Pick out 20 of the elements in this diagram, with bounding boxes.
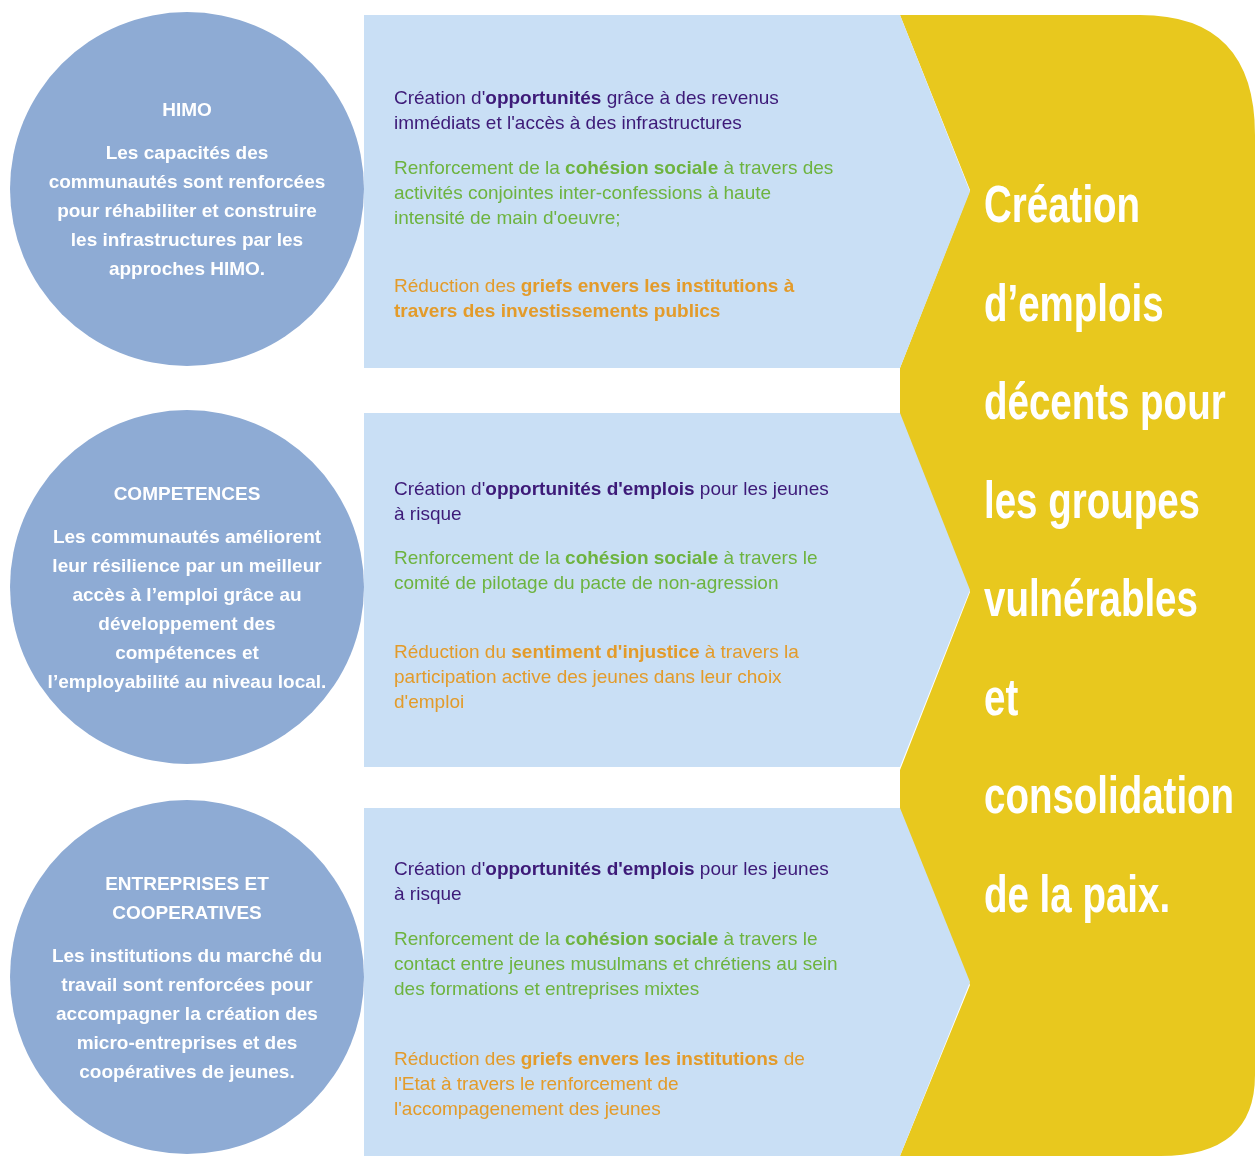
result-text: Création d'opportunités grâce à des revenus immédiats et l'accès à des infrastructures — [394, 86, 780, 135]
info-band — [364, 808, 970, 1156]
circle-text: Les communautés améliorent leur résilience par un meilleur accès à l’emploi grâce au développement des compétences et l’employabilité au niveau local. — [47, 524, 327, 694]
result-text: Création d'opportunités d'emplois pour les jeunes à risque — [394, 477, 830, 526]
result-text: Réduction des griefs envers les institutions de l'Etat à travers le renforcement de l'accompagenement des jeunes — [394, 1047, 806, 1121]
circle-heading: COMPETENCES — [112, 481, 262, 506]
result-text: Renforcement de la cohésion sociale à travers des activités conjointes inter-confessions à haute intensité de main d'oeuvre; — [394, 156, 835, 230]
circle-heading: HIMO — [161, 98, 213, 122]
result-text: Renforcement de la cohésion sociale à travers le comité de pilotage du pacte de non-agression — [394, 546, 819, 595]
goal-panel — [900, 15, 1256, 1156]
result-text: Renforcement de la cohésion sociale à travers le contact entre jeunes musulmans et chrétiens au sein des formations et entreprises mixtes — [394, 927, 839, 1001]
circle-heading: ENTREPRISES ET COOPERATIVES — [104, 871, 270, 925]
goal-text: Création d’emplois décents pour les groupes vulnérables et consolidation de la paix. — [984, 174, 1236, 925]
result-text: Création d'opportunités d'emplois pour les jeunes à risque — [394, 857, 830, 906]
circle-text: Les institutions du marché du travail sont renforcées pour accompagner la création des micro-entreprises et des coopératives de jeunes. — [50, 943, 324, 1084]
result-text: Réduction des griefs envers les institutions à travers des investissements publics — [394, 274, 796, 323]
info-band — [364, 413, 970, 767]
circle-text: Les capacités des communautés sont renforcées pour réhabiliter et construire les infrastructures par les approches HIMO. — [47, 141, 327, 281]
result-text: Réduction du sentiment d'injustice à travers la participation active des jeunes dans leur choix d'emploi — [394, 640, 800, 714]
info-band — [364, 15, 970, 368]
